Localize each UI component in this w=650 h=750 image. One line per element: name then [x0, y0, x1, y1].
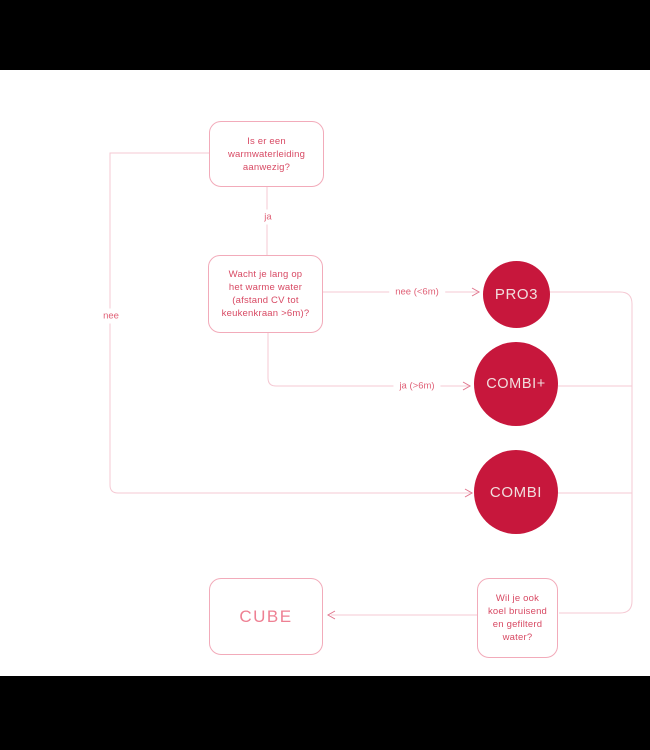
decision-box-hot-water-line-text: Is er een warmwaterleiding aanwezig?	[227, 135, 306, 173]
outcome-circle-combi: COMBI	[474, 450, 558, 534]
edge-label-nee: nee	[97, 308, 125, 324]
arrowhead-to-pro3	[471, 287, 481, 297]
connector-nee-rail	[109, 152, 470, 494]
decision-box-cold-filtered-water-text: Wil je ook koel bruisend en gefilterd wa…	[487, 593, 548, 643]
edge-label-ja-over-6m: ja (>6m)	[393, 378, 441, 394]
edge-label-nee-under-6m: nee (<6m)	[389, 284, 445, 300]
decision-box-wait-time-text: Wacht je lang op het warme water (afstan…	[221, 269, 310, 319]
connector-ja6m-to-combiplus	[267, 333, 468, 387]
letterbox-top-bar	[0, 0, 650, 70]
outcome-circle-combi-plus-label: COMBI+	[486, 376, 546, 392]
arrowhead-to-cube	[326, 610, 336, 620]
outcome-circle-combi-plus: COMBI+	[474, 342, 558, 426]
edge-label-ja: ja	[258, 209, 278, 225]
decision-box-hot-water-line: Is er een warmwaterleiding aanwezig?	[209, 121, 324, 187]
outcome-circle-pro3: PRO3	[483, 261, 550, 328]
outcome-circle-pro3-label: PRO3	[494, 286, 539, 303]
outcome-circle-combi-label: COMBI	[489, 483, 543, 501]
arrowhead-to-combiplus	[462, 381, 472, 391]
decision-box-wait-time: Wacht je lang op het warme water (afstan…	[208, 255, 323, 333]
letterbox-bottom-bar	[0, 676, 650, 750]
decision-box-cold-filtered-water: Wil je ook koel bruisend en gefilterd wa…	[477, 578, 558, 658]
connector-right-rail	[550, 291, 633, 614]
arrowhead-nee-to-combi	[464, 488, 474, 498]
outcome-box-cube-label: CUBE	[239, 606, 293, 626]
outcome-box-cube: CUBE	[209, 578, 323, 655]
